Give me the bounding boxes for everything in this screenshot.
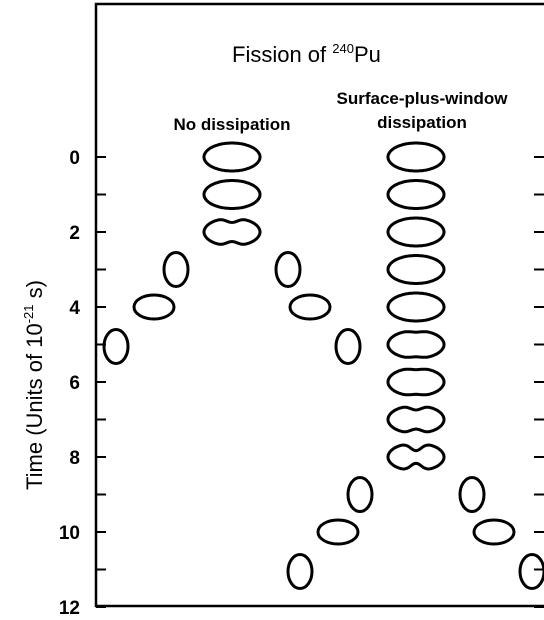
- surface-window-fragment: [286, 553, 314, 590]
- surface-window-nucleus-shape: [386, 443, 446, 471]
- tick-layer: 0 2 4 6 8 10 12: [59, 148, 544, 619]
- title-element: Pu: [354, 42, 381, 67]
- tick-label: 4: [69, 298, 80, 319]
- surface-window-fragment: [316, 518, 360, 546]
- no-dissipation-nucleus-shape: [202, 218, 262, 246]
- no-dissipation-nucleus-shape: [202, 141, 262, 173]
- tick-label: 12: [59, 598, 80, 619]
- figure-title: Fission of 240Pu: [232, 41, 381, 67]
- frame-line: [94, 2, 544, 608]
- surface-window-nucleus-shape: [386, 179, 446, 210]
- tick-label: 8: [69, 448, 80, 469]
- tick-label: 10: [59, 523, 80, 544]
- no-dissipation-fragment: [102, 328, 130, 365]
- column-label-no-dissipation: No dissipation: [173, 115, 290, 134]
- column-label-surface-window-line2: dissipation: [377, 113, 467, 132]
- no-dissipation-fragment: [132, 293, 176, 321]
- axis-title-tail: s): [22, 280, 47, 304]
- surface-window-nucleus-shape: [386, 405, 446, 434]
- surface-window-fragment: [346, 476, 374, 513]
- axis-title-main: Time (Units of 10: [22, 323, 47, 490]
- surface-window-fragment: [472, 518, 516, 546]
- tick-label: 2: [69, 223, 80, 244]
- tick-label: 6: [69, 373, 80, 394]
- surface-window-nucleus-shape: [386, 216, 446, 248]
- title-prefix: Fission of: [232, 42, 332, 67]
- surface-window-nucleus-shape: [386, 330, 446, 359]
- no-dissipation-fragment: [274, 251, 302, 288]
- title-mass-number: 240: [332, 41, 354, 56]
- surface-window-fragment: [518, 553, 544, 590]
- surface-window-fragment: [458, 476, 486, 513]
- surface-window-nucleus-shape: [386, 291, 446, 323]
- axis-title: Time (Units of 10-21 s): [21, 280, 47, 490]
- column-label-surface-window-line1: Surface-plus-window: [337, 89, 509, 108]
- no-dissipation-fragment: [288, 293, 332, 321]
- no-dissipation-nucleus-shape: [202, 179, 262, 210]
- surface-window-nucleus-shape: [386, 367, 446, 397]
- shape-layer: [102, 141, 544, 590]
- no-dissipation-fragment: [334, 328, 362, 365]
- axis-title-exponent: -21: [21, 304, 36, 323]
- surface-window-nucleus-shape: [386, 141, 446, 173]
- no-dissipation-fragment: [162, 251, 190, 288]
- surface-window-nucleus-shape: [386, 254, 446, 285]
- tick-label: 0: [69, 148, 80, 169]
